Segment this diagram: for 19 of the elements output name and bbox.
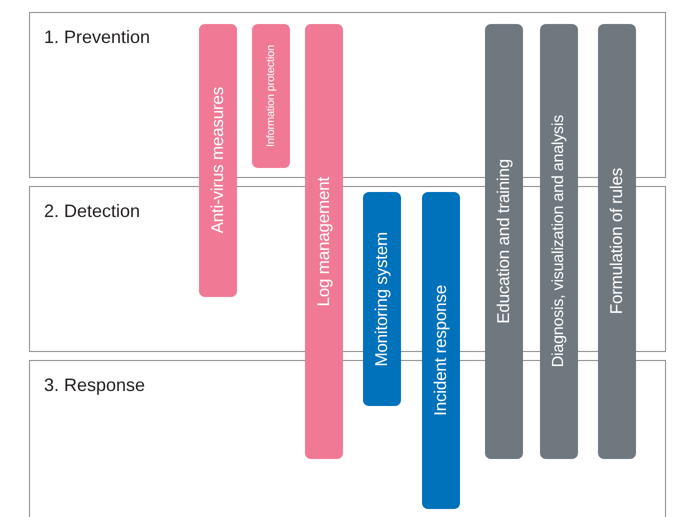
stage-title: 2. Detection <box>44 201 140 222</box>
measure-bar <box>199 24 237 297</box>
measure-bar <box>540 24 578 459</box>
stage-title: 3. Response <box>44 375 146 396</box>
measure-bar <box>485 24 523 459</box>
measure-label: Log management <box>314 176 334 306</box>
measure-bar <box>252 24 290 168</box>
measure-label: Anti-virus measures <box>208 87 228 234</box>
measure-label: Formulation of rules <box>607 168 627 315</box>
measure-bar <box>363 192 401 406</box>
stage-title: 1. Prevention <box>44 27 150 48</box>
measure-bar <box>422 192 460 509</box>
measure-label: Information protection <box>265 45 277 147</box>
measure-label: Diagnosis, visualization and analysis <box>550 115 568 368</box>
measure-bar <box>598 24 636 459</box>
measure-label: Monitoring system <box>372 232 392 366</box>
measure-bar <box>305 24 343 459</box>
measure-label: Education and training <box>494 159 514 324</box>
measure-label: Incident response <box>431 285 451 416</box>
